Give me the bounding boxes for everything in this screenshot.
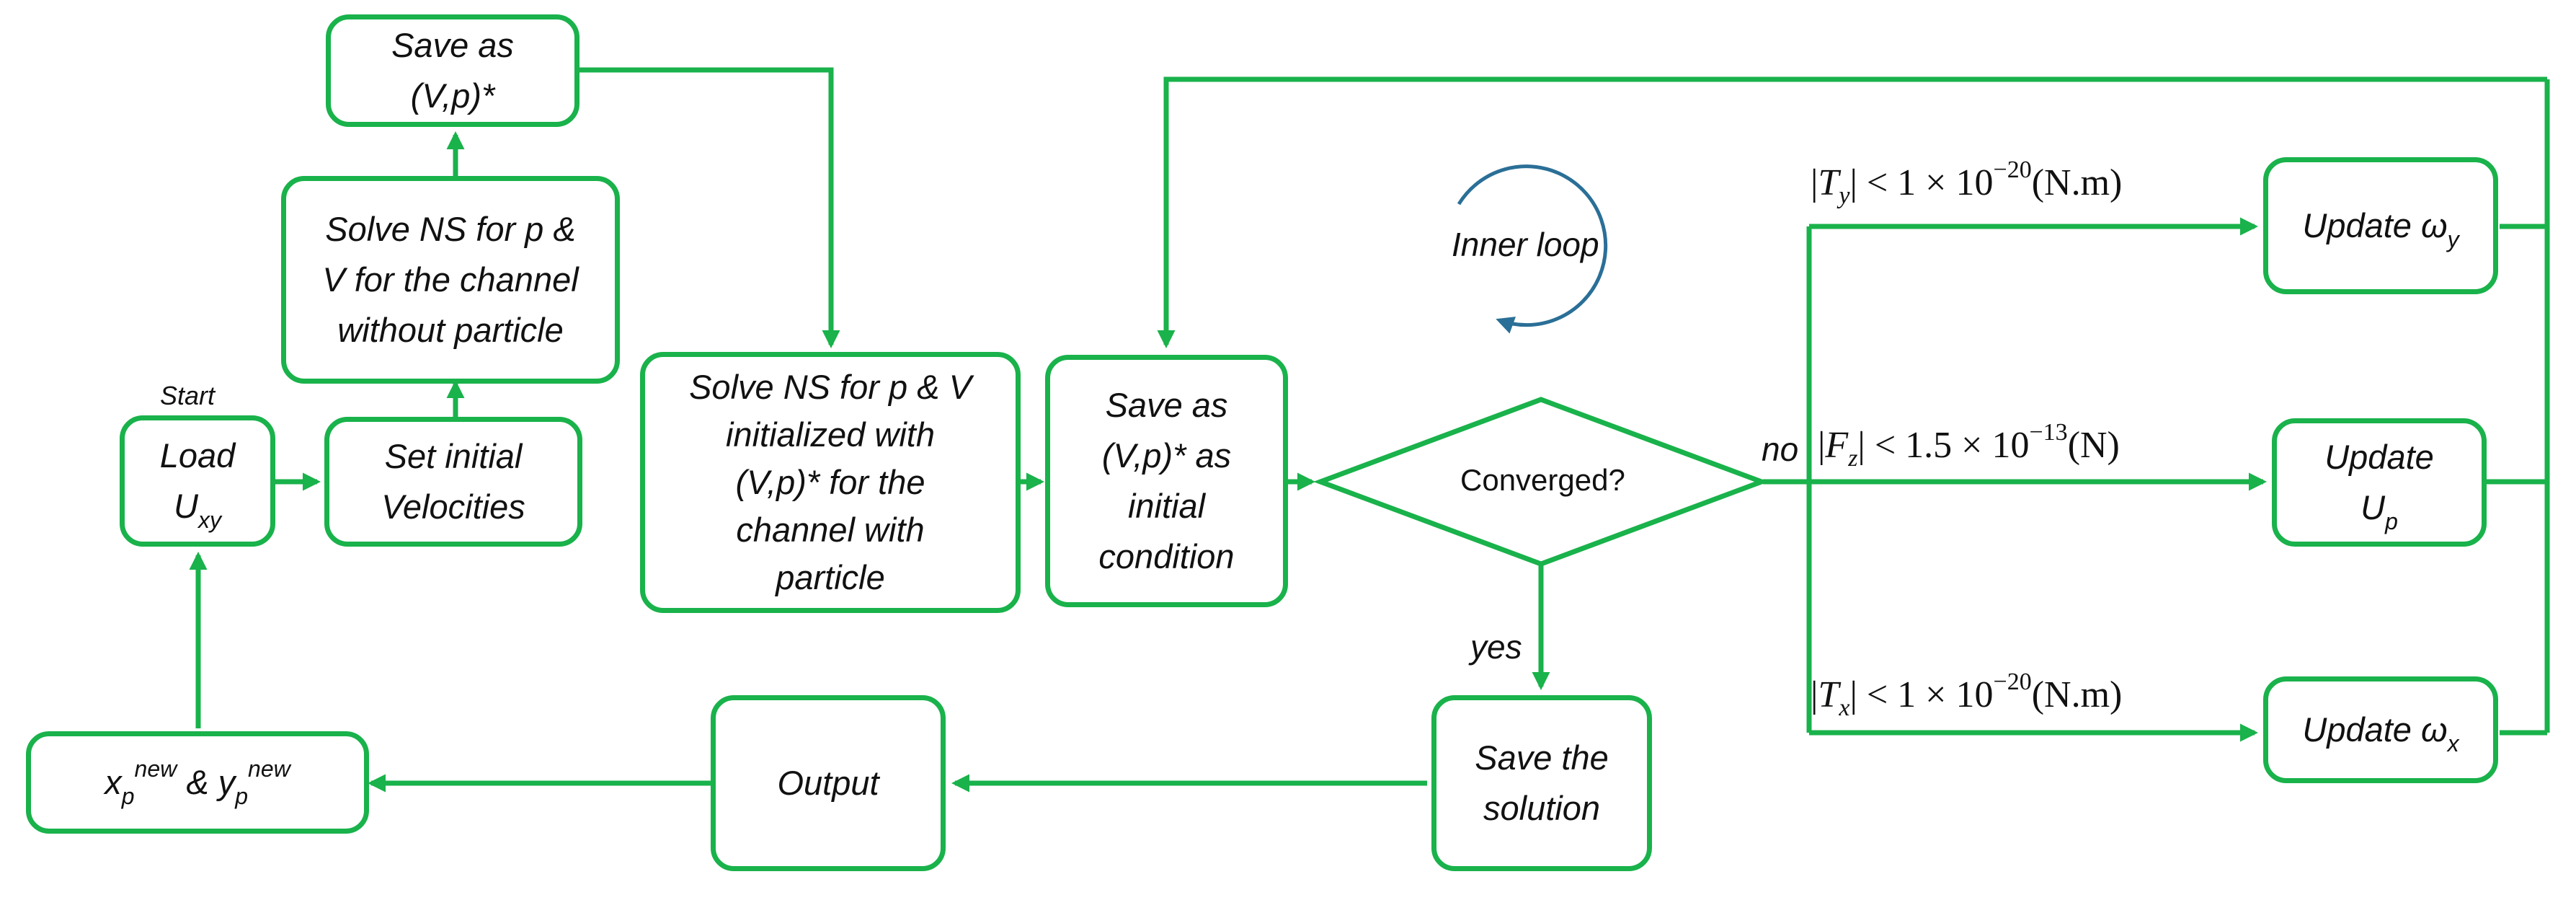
edge-return-to-save-initial	[1157, 76, 2547, 349]
output-node: Output	[711, 695, 946, 871]
save-initial-line-3: initial	[1127, 487, 1206, 525]
force-z-condition: |Fz| < 1.5 × 10−13(N)	[1818, 419, 2120, 472]
set-initial-line-1: Set initial	[384, 437, 523, 475]
set-initial-velocities-node: Set initial Velocities	[324, 417, 582, 547]
update-up-node: Update Up	[2272, 418, 2487, 547]
update-omega-x-node: Update ωx	[2263, 676, 2498, 783]
solve-particle-line-2: initialized with	[726, 415, 935, 454]
update-up-velocity-label: Up	[2360, 488, 2398, 534]
update-omega-x-label: Update ωx	[2302, 710, 2459, 756]
solve-particle-line-3: (V,p)* for the	[735, 463, 925, 501]
save-star-line-1: Save as	[391, 26, 514, 64]
new-position-node: xpnew & ypnew	[26, 731, 369, 834]
save-initial-line-1: Save as	[1105, 386, 1228, 424]
solve-particle-line-1: Solve NS for p & V	[689, 368, 972, 406]
save-solution-line-1: Save the	[1475, 738, 1609, 777]
edge-save-star-to-solve-particle	[579, 67, 840, 349]
converged-diamond	[1313, 397, 1769, 567]
save-initial-condition-node: Save as (V,p)* as initial condition	[1045, 355, 1288, 607]
solve-ns-with-particle-node: Solve NS for p & V initialized with (V,p…	[640, 352, 1021, 613]
new-position-label: xpnew & ypnew	[105, 756, 290, 809]
solve-particle-line-4: channel with	[736, 511, 925, 549]
update-omega-y-label: Update ωy	[2302, 206, 2459, 252]
save-initial-line-4: condition	[1098, 537, 1235, 575]
torque-y-condition: |Ty| < 1 × 10−20(N.m)	[1811, 156, 2123, 209]
load-node: Load Uxy	[120, 415, 275, 547]
save-solution-node: Save the solution	[1431, 695, 1652, 871]
solve-no-particle-line-2: V for the channel	[322, 260, 579, 299]
save-initial-line-2: (V,p)* as	[1101, 436, 1232, 475]
converged-label: Converged?	[1460, 463, 1625, 497]
solve-particle-line-5: particle	[776, 558, 885, 596]
solve-no-particle-line-1: Solve NS for p &	[325, 210, 576, 248]
solve-ns-no-particle-node: Solve NS for p & V for the channel witho…	[281, 176, 620, 384]
set-initial-line-2: Velocities	[381, 488, 525, 526]
torque-x-condition: |Tx| < 1 × 10−20(N.m)	[1811, 669, 2123, 721]
load-label: Load	[159, 436, 236, 475]
no-label: no	[1762, 431, 1799, 468]
save-as-vp-star-node: Save as (V,p)*	[326, 14, 579, 127]
load-velocity-label: Uxy	[174, 487, 221, 533]
solve-no-particle-line-3: without particle	[337, 311, 564, 349]
start-label: Start	[160, 381, 216, 410]
save-star-line-2: (V,p)*	[410, 76, 495, 115]
save-solution-line-2: solution	[1483, 789, 1600, 827]
inner-loop-arrow-icon	[1457, 164, 1608, 334]
output-label: Output	[777, 764, 879, 802]
update-omega-y-node: Update ωy	[2263, 157, 2498, 294]
inner-loop-label: Inner loop	[1452, 226, 1599, 263]
yes-label: yes	[1470, 628, 1522, 666]
update-up-label: Update	[2324, 438, 2434, 476]
